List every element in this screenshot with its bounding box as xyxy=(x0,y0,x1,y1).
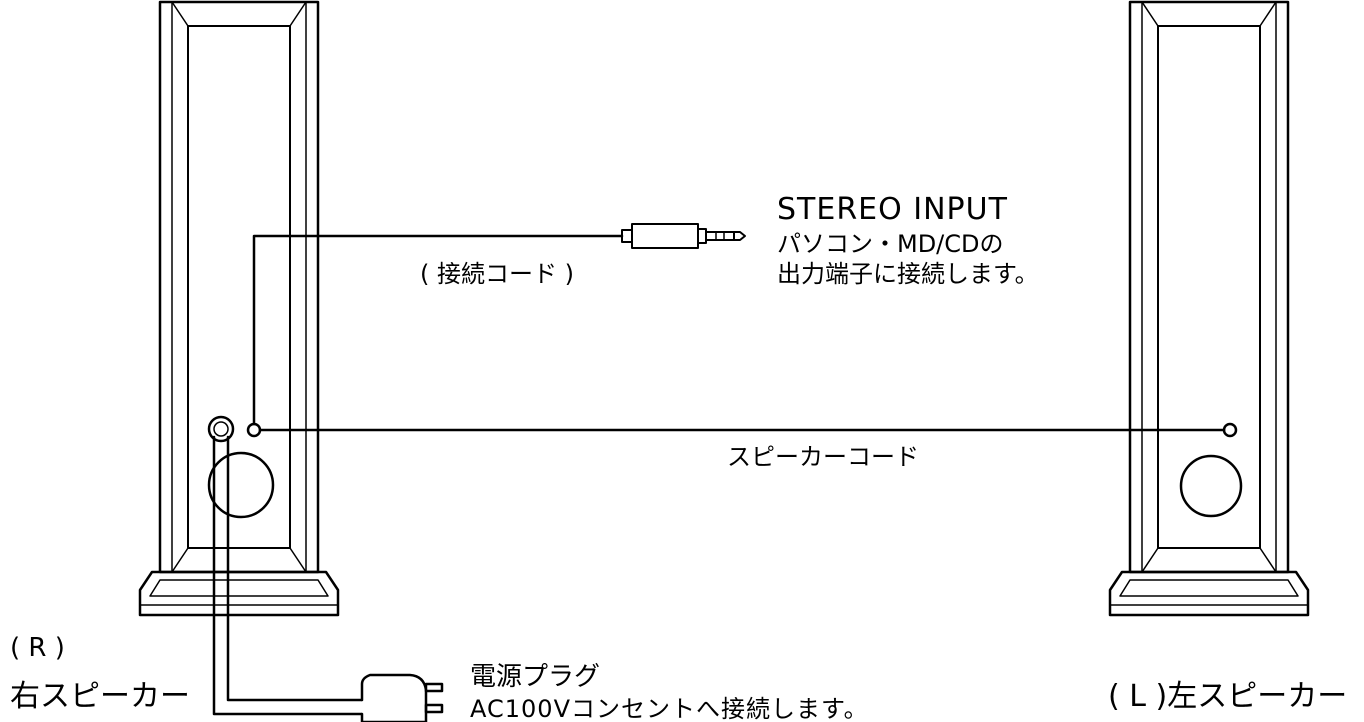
right-speaker-panel xyxy=(187,25,291,549)
left-speaker xyxy=(1108,0,1310,617)
left-speaker-label: ( L )左スピーカー xyxy=(1108,679,1348,714)
plug-prong-bottom xyxy=(424,703,444,714)
power-plug xyxy=(360,673,444,722)
power-cord xyxy=(212,435,364,716)
speaker-jack-right xyxy=(246,422,262,438)
power-plug-desc: AC100Vコンセントへ接続します。 xyxy=(470,695,869,722)
left-speaker-base xyxy=(1108,570,1310,617)
stereo-mini-plug xyxy=(621,223,746,249)
volume-knob xyxy=(207,451,275,519)
speaker-jack-left xyxy=(1222,422,1238,438)
right-channel-mark: ( R ) xyxy=(10,633,65,663)
power-cord-outlet xyxy=(207,415,235,443)
plug-prong-top xyxy=(424,682,444,693)
speaker-cord-label: スピーカーコード xyxy=(727,443,919,471)
connection-cord-label: ( 接続コード ) xyxy=(420,260,574,288)
right-speaker-label: 右スピーカー xyxy=(10,679,190,714)
left-speaker-panel xyxy=(1157,25,1261,549)
stereo-input-label: STEREO INPUT xyxy=(777,192,1008,227)
stereo-input-desc-2: 出力端子に接続します。 xyxy=(777,260,1039,288)
left-speaker-driver xyxy=(1179,454,1243,518)
right-speaker xyxy=(138,0,340,617)
power-plug-label: 電源プラグ xyxy=(470,662,601,692)
connection-cord xyxy=(252,234,624,426)
stereo-input-desc-1: パソコン・MD/CDの xyxy=(777,230,1004,258)
right-speaker-base xyxy=(138,570,340,617)
